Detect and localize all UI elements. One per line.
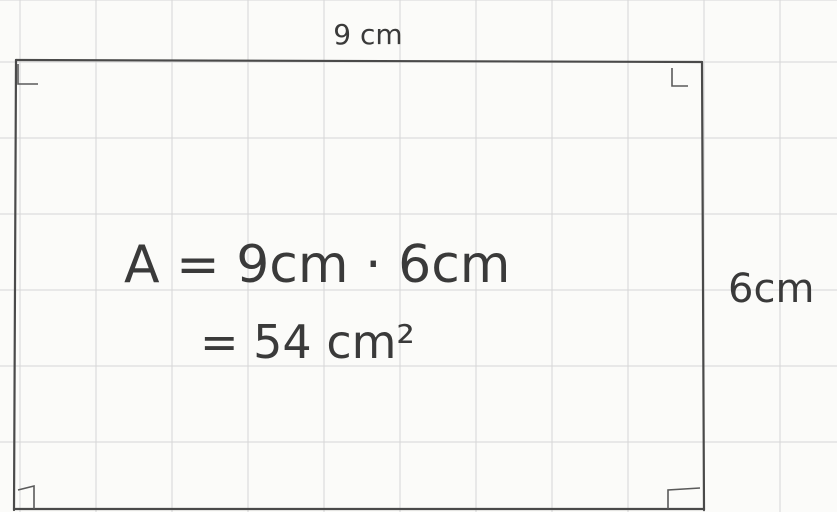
- right-side-label: 6cm: [728, 266, 814, 312]
- right-angle-marker-top-left: [17, 64, 38, 85]
- rectangle-right-side: [700, 60, 706, 512]
- right-angle-marker-bottom-left: [17, 484, 35, 509]
- area-formula-line-2: = 54 cm²: [200, 315, 415, 369]
- area-formula-line-1: A = 9cm · 6cm: [124, 235, 510, 295]
- rectangle-top-side: [14, 58, 704, 64]
- right-angle-marker-bottom-right: [667, 487, 701, 509]
- right-angle-marker-top-right: [671, 68, 688, 87]
- rectangle-left-side: [12, 58, 18, 512]
- top-side-label: 9 cm: [333, 18, 402, 51]
